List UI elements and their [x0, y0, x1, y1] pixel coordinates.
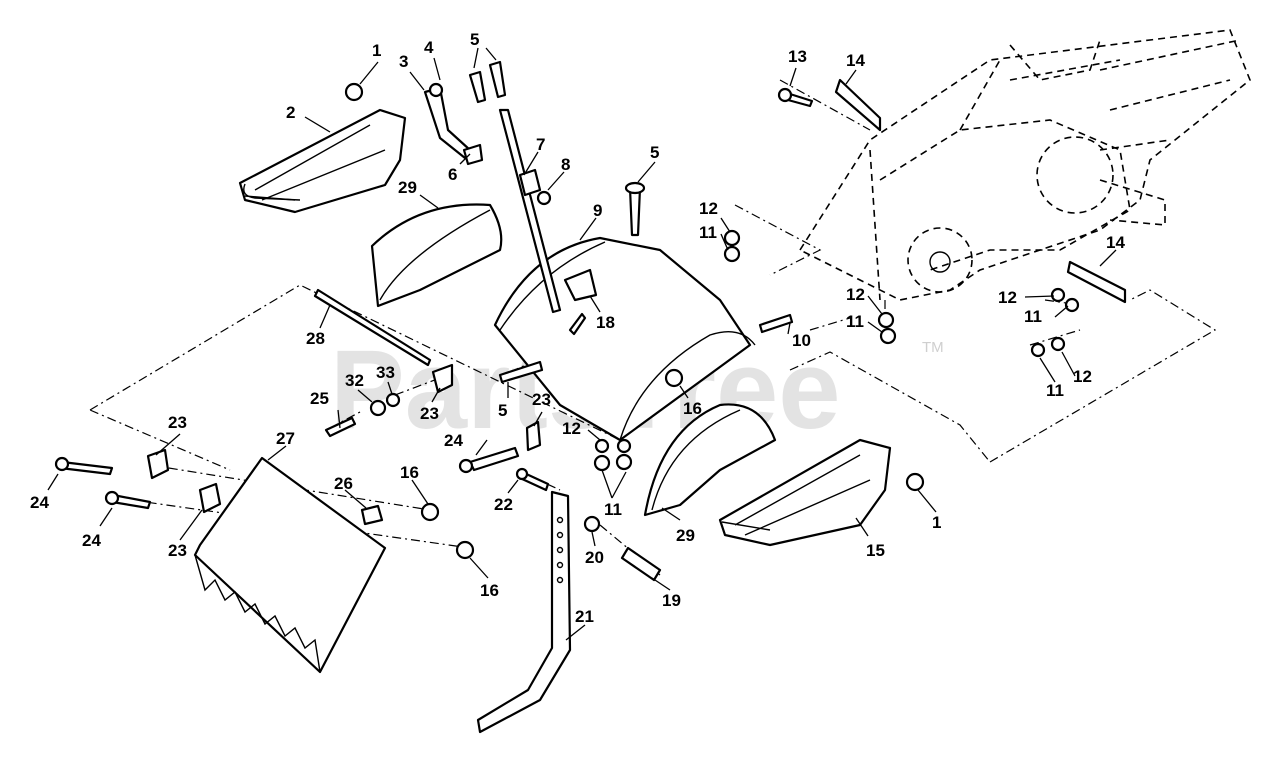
callout-29b: 29 — [676, 526, 695, 545]
hardware — [54, 60, 1127, 582]
callout-7: 7 — [536, 135, 545, 154]
callout-10: 10 — [792, 331, 811, 350]
deflector-plate — [193, 456, 387, 674]
callout-24b: 24 — [30, 493, 49, 512]
callout-11e: 11 — [604, 500, 622, 519]
callout-12c: 12 — [998, 288, 1017, 307]
callout-11b: 11 — [1024, 307, 1042, 326]
watermark-trademark: TM — [922, 339, 944, 356]
linkage-rod — [498, 108, 562, 314]
callout-2: 2 — [286, 103, 295, 122]
callout-12e: 12 — [562, 419, 581, 438]
callout-16c: 16 — [480, 581, 499, 600]
callout-3: 3 — [399, 52, 408, 71]
callout-1b: 1 — [932, 513, 941, 532]
tine-hood — [493, 236, 752, 442]
callout-1a: 1 — [372, 41, 381, 60]
callout-23c: 23 — [168, 413, 187, 432]
left-side-shield — [238, 108, 407, 214]
callout-32: 32 — [345, 371, 364, 390]
callout-8: 8 — [561, 155, 570, 174]
callout-16b: 16 — [400, 463, 419, 482]
callout-21: 21 — [575, 607, 594, 626]
callout-16a: 16 — [683, 399, 702, 418]
callout-9: 9 — [593, 201, 602, 220]
callout-11a: 11 — [699, 223, 717, 242]
callout-26: 26 — [334, 474, 353, 493]
callout-13: 13 — [788, 47, 807, 66]
hood-clip — [518, 168, 542, 197]
callout-19: 19 — [662, 591, 681, 610]
callout-27: 27 — [276, 429, 295, 448]
callout-20: 20 — [585, 548, 604, 567]
callout-28: 28 — [306, 329, 325, 348]
right-side-shield — [718, 438, 892, 547]
tiller-frame-outline — [798, 29, 1251, 301]
callout-18: 18 — [596, 313, 615, 332]
callout-22: 22 — [494, 495, 513, 514]
callout-11c: 11 — [846, 312, 864, 331]
callout-5a: 5 — [470, 30, 479, 49]
hood-bracket — [423, 86, 472, 160]
callout-23d: 23 — [168, 541, 187, 560]
hood-flap-upper — [370, 203, 503, 308]
callout-leaders — [47, 47, 1117, 641]
callout-24a: 24 — [444, 431, 463, 450]
callout-33: 33 — [376, 363, 395, 382]
callout-6: 6 — [448, 165, 457, 184]
callout-23b: 23 — [532, 390, 551, 409]
callout-12a: 12 — [699, 199, 718, 218]
callout-5b: 5 — [650, 143, 659, 162]
callout-11d: 11 — [1046, 381, 1064, 400]
callout-12b: 12 — [846, 285, 865, 304]
callout-29a: 29 — [398, 178, 417, 197]
callout-24c: 24 — [82, 531, 101, 550]
callout-14b: 14 — [1106, 233, 1125, 252]
callout-25: 25 — [310, 389, 329, 408]
depth-stake-holes — [556, 516, 564, 584]
callout-5c: 5 — [498, 401, 507, 420]
hood-flap-lower — [643, 403, 777, 517]
callout-12d: 12 — [1073, 367, 1092, 386]
callout-14a: 14 — [846, 51, 865, 70]
callout-23a: 23 — [420, 404, 439, 423]
callout-15: 15 — [866, 541, 885, 560]
callout-4: 4 — [424, 38, 434, 57]
depth-stake — [476, 490, 572, 734]
callout-labels: 1 2 3 4 5 6 7 8 5 9 29 13 14 12 11 14 12… — [30, 30, 1125, 626]
